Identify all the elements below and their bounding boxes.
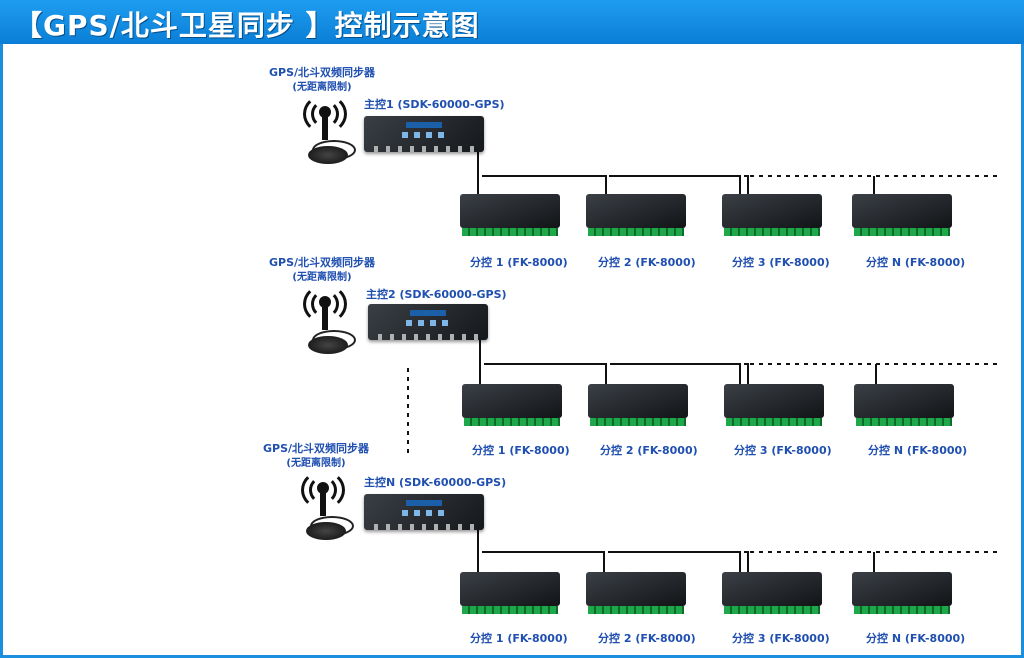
- slave-label: 分控 2 (FK-8000): [598, 632, 696, 645]
- gps-sync-label: GPS/北斗双频同步器: [268, 256, 376, 269]
- slave-label: 分控 N (FK-8000): [866, 256, 966, 269]
- slave-controller-2: [586, 572, 686, 618]
- gps-sync-sublabel: (无距离限制): [286, 458, 346, 469]
- master-label: 主控N (SDK-60000-GPS): [364, 476, 507, 489]
- master-label: 主控1 (SDK-60000-GPS): [364, 98, 505, 111]
- slave-controller-n: [854, 384, 954, 430]
- slave-label: 分控 1 (FK-8000): [470, 256, 568, 269]
- antenna-icon: [300, 284, 350, 330]
- page-title: 【GPS/北斗卫星同步 】控制示意图: [14, 9, 480, 42]
- slave-label: 分控 2 (FK-8000): [600, 444, 698, 457]
- slave-label: 分控 N (FK-8000): [868, 444, 968, 457]
- slave-label: 分控 3 (FK-8000): [732, 256, 830, 269]
- slave-controller-3: [722, 194, 822, 240]
- master-controller: [364, 494, 484, 534]
- master-controller: [368, 304, 488, 344]
- slave-label: 分控 2 (FK-8000): [598, 256, 696, 269]
- slave-label: 分控 1 (FK-8000): [470, 632, 568, 645]
- master-controller: [364, 116, 484, 156]
- slave-controller-2: [588, 384, 688, 430]
- slave-label: 分控 3 (FK-8000): [732, 632, 830, 645]
- slave-controller-n: [852, 572, 952, 618]
- slave-controller-1: [460, 194, 560, 240]
- slave-controller-1: [460, 572, 560, 618]
- gps-receiver-icon: [306, 522, 346, 540]
- master-label: 主控2 (SDK-60000-GPS): [366, 288, 507, 301]
- slave-label: 分控 N (FK-8000): [866, 632, 966, 645]
- slave-label: 分控 3 (FK-8000): [734, 444, 832, 457]
- gps-sync-sublabel: (无距离限制): [292, 272, 352, 283]
- antenna-icon: [300, 94, 350, 140]
- gps-sync-label: GPS/北斗双频同步器: [262, 442, 370, 455]
- slave-label: 分控 1 (FK-8000): [472, 444, 570, 457]
- slave-controller-n: [852, 194, 952, 240]
- slave-controller-1: [462, 384, 562, 430]
- antenna-icon: [298, 470, 348, 516]
- gps-receiver-icon: [308, 146, 348, 164]
- gps-receiver-icon: [308, 336, 348, 354]
- slave-controller-3: [722, 572, 822, 618]
- gps-sync-sublabel: (无距离限制): [292, 82, 352, 93]
- slave-controller-3: [724, 384, 824, 430]
- title-bar: 【GPS/北斗卫星同步 】控制示意图: [0, 0, 1024, 44]
- slave-controller-2: [586, 194, 686, 240]
- gps-sync-label: GPS/北斗双频同步器: [268, 66, 376, 79]
